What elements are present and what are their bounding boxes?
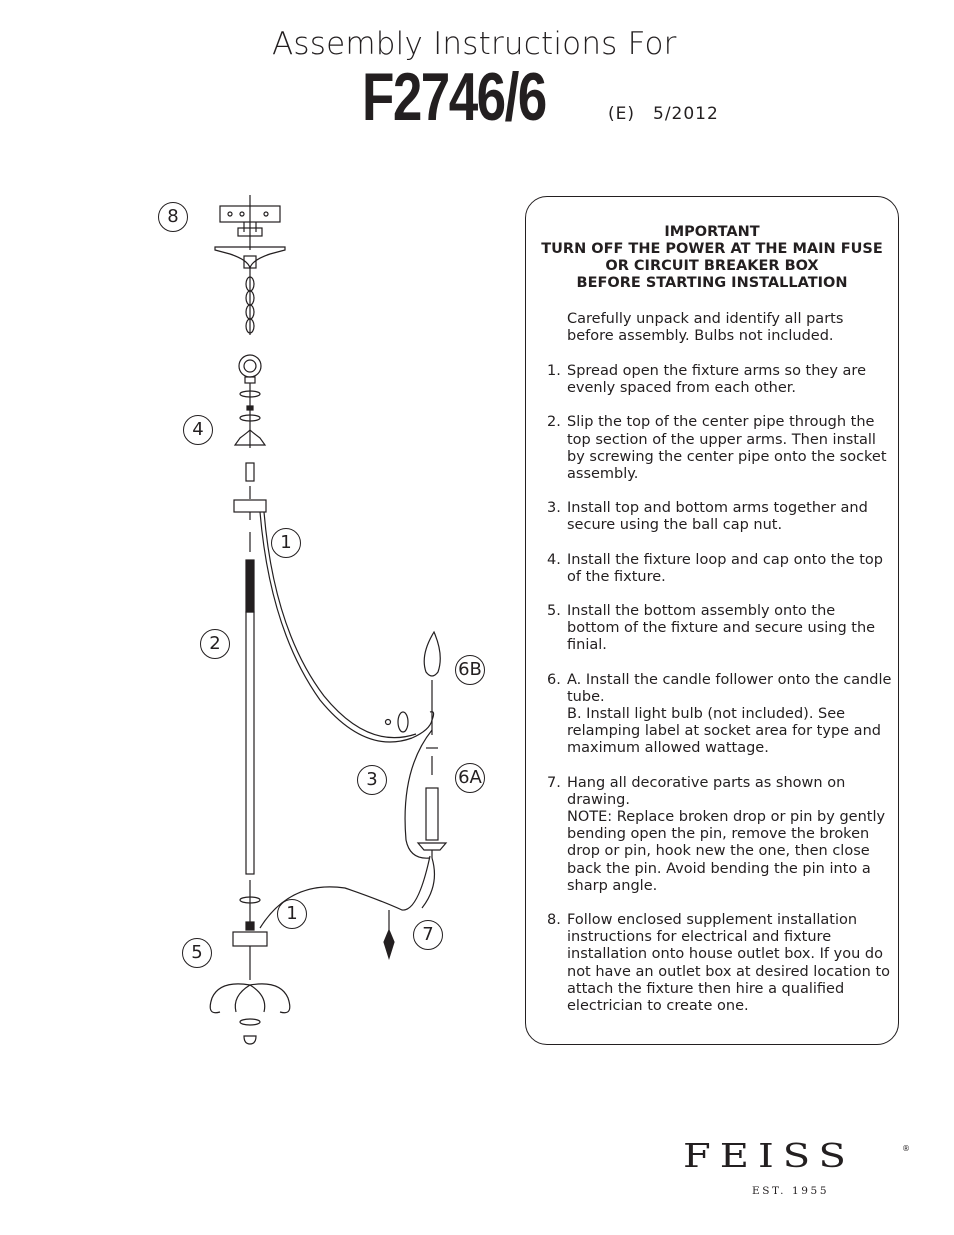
- brand-logo: FEISS ® EST. 1955: [683, 1137, 910, 1200]
- revision-code: (E): [608, 104, 636, 124]
- warning-line: TURN OFF THE POWER AT THE MAIN FUSE: [541, 241, 883, 257]
- registered-mark: ®: [902, 1144, 910, 1153]
- step-number: 1.: [547, 363, 561, 379]
- step-text: A. Install the candle follower onto the …: [567, 671, 892, 757]
- callout-2: 2: [200, 629, 230, 659]
- step-item: 2. Slip the top of the center pipe throug…: [547, 414, 892, 483]
- step-text: Follow enclosed supplement installation …: [567, 912, 891, 1015]
- callout-8: 8: [158, 202, 188, 232]
- callout-1-upper: 1: [271, 528, 301, 558]
- socket-cup: [233, 486, 267, 520]
- center-pipe: [245, 532, 255, 875]
- step-text: Spread open the fixture arms so they are…: [567, 363, 866, 397]
- step-number: 8.: [547, 912, 561, 929]
- callout-3: 3: [357, 765, 387, 795]
- model-number: F2746/6: [362, 59, 547, 135]
- step-number: 6.: [547, 671, 561, 688]
- assembly-steps: 1. Spread open the fixture arms so they a…: [547, 363, 892, 1032]
- fixture-drawing: [209, 195, 448, 1045]
- step-number: 3.: [547, 500, 561, 517]
- lower-arm: [259, 729, 433, 929]
- callout-4: 4: [183, 415, 213, 445]
- step-item: 6. A. Install the candle follower onto th…: [547, 672, 892, 758]
- step-number: 2.: [547, 414, 561, 431]
- bottom-assembly: [209, 880, 291, 1045]
- step-item: 5. Install the bottom assembly onto the b…: [547, 603, 892, 655]
- instructions-panel: IMPORTANT TURN OFF THE POWER AT THE MAIN…: [525, 196, 899, 1045]
- callout-7: 7: [413, 920, 443, 950]
- document-title: Assembly Instructions For: [272, 26, 677, 62]
- loop-and-cap: [233, 354, 267, 482]
- brand-name: FEISS: [683, 1137, 855, 1176]
- step-item: 8. Follow enclosed supplement installatio…: [547, 912, 892, 1015]
- canopy-assembly: [214, 195, 286, 335]
- step-number: 4.: [547, 551, 561, 568]
- callout-6b: 6B: [455, 655, 485, 685]
- callout-5: 5: [182, 938, 212, 968]
- step-item: 4. Install the fixture loop and cap onto …: [547, 552, 892, 586]
- brand-established: EST. 1955: [752, 1185, 830, 1197]
- callout-6a: 6A: [455, 763, 485, 793]
- exploded-assembly-diagram: 8 4 1 2 6B 3 6A 1 7 5: [140, 190, 510, 1060]
- warning-line: OR CIRCUIT BREAKER BOX: [605, 258, 819, 274]
- revision-date: 5/2012: [653, 104, 719, 124]
- step-text: Install the fixture loop and cap onto th…: [567, 551, 883, 585]
- candle-and-bulb: [416, 630, 448, 909]
- step-item: 7. Hang all decorative parts as shown on …: [547, 775, 892, 895]
- safety-warning: IMPORTANT TURN OFF THE POWER AT THE MAIN…: [526, 224, 898, 292]
- step-text: Install top and bottom arms together and…: [567, 500, 868, 534]
- step-text: Install the bottom assembly onto the bot…: [567, 603, 876, 654]
- step-number: 5.: [547, 603, 561, 620]
- warning-line: BEFORE STARTING INSTALLATION: [576, 275, 848, 291]
- step-item: 1. Spread open the fixture arms so they a…: [547, 363, 892, 397]
- step-number: 7.: [547, 774, 561, 791]
- callout-1-lower: 1: [277, 899, 307, 929]
- crystal-drop: [383, 910, 395, 961]
- intro-text: Carefully unpack and identify all parts …: [567, 311, 844, 345]
- step-text: Slip the top of the center pipe through …: [567, 414, 887, 483]
- step-text: Hang all decorative parts as shown on dr…: [567, 774, 886, 894]
- warning-heading: IMPORTANT: [664, 224, 760, 240]
- step-item: 3. Install top and bottom arms together a…: [547, 500, 892, 534]
